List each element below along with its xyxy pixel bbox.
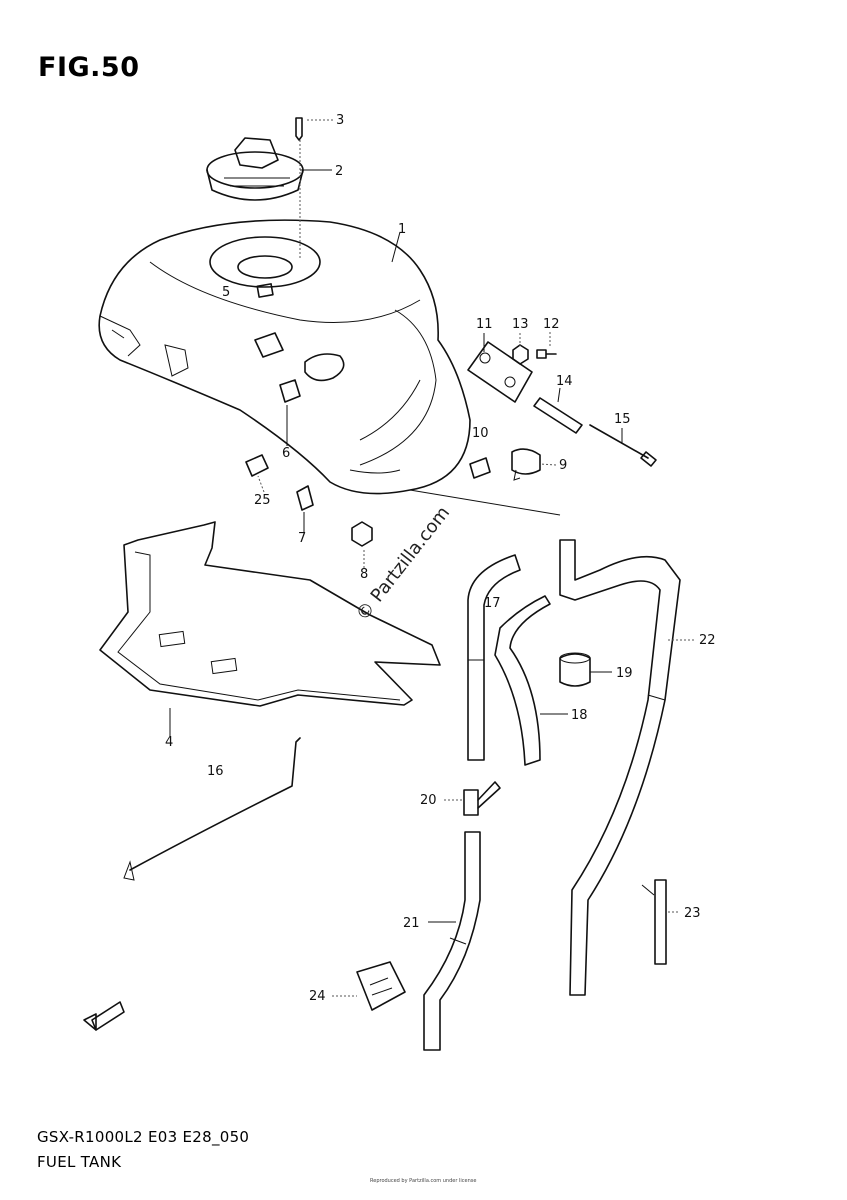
long-hose-drawing: [559, 539, 681, 996]
leader-lines: [169, 119, 694, 997]
fuel-tank-drawing: [98, 219, 561, 516]
callout-19: 19: [616, 666, 633, 681]
cable-tie-drawing: [641, 879, 667, 965]
long-bolt-drawing: [589, 424, 657, 467]
callout-1: 1: [398, 222, 406, 237]
callout-25: 25: [254, 493, 271, 508]
callout-22: 22: [699, 633, 716, 648]
fuel-hose-drawing: [123, 737, 301, 881]
bolt-small-drawing: [536, 349, 557, 359]
section-name: FUEL TANK: [37, 1153, 122, 1171]
callout-labels: 1 2 3 4 5 6 7 8 9 10 11 12 13 14 15 16 1…: [97, 113, 715, 1026]
callout-4: 4: [165, 735, 173, 750]
model-code: GSX-R1000L2 E03 E28_050: [37, 1128, 250, 1146]
figure-title: FIG.50: [38, 52, 140, 83]
callout-12: 12: [543, 317, 560, 332]
clamp-drawing: [356, 961, 406, 1011]
drain-hose-drawing: [467, 554, 521, 761]
cushion-drawing: [511, 448, 541, 481]
callout-7: 7: [298, 531, 306, 546]
callout-5: 5: [222, 285, 230, 300]
callout-8: 8: [360, 567, 368, 582]
fwd-arrow-icon: [83, 1001, 125, 1031]
callout-23: 23: [684, 906, 701, 921]
joint-drawing: [463, 781, 501, 816]
fuel-pump-drawing: [206, 137, 304, 201]
heat-shield-drawing: [99, 521, 441, 707]
sleeve-drawing: [559, 652, 591, 687]
callout-15: 15: [614, 412, 631, 427]
fine-print: Reproduced by Partzilla.com under licens…: [370, 1178, 477, 1184]
grommet-drawing: [469, 457, 491, 479]
collar-drawing: [533, 397, 583, 434]
callout-20: 20: [420, 793, 437, 808]
pad-drawing: [245, 454, 269, 477]
callout-24: 24: [309, 989, 326, 1004]
callout-10: 10: [472, 426, 489, 441]
screw-drawing: [295, 117, 303, 141]
lower-hose-drawing: [423, 831, 481, 1051]
callout-2: 2: [335, 164, 343, 179]
callout-11: 11: [476, 317, 493, 332]
bracket-drawing: [467, 341, 533, 403]
callout-17: 17: [484, 596, 501, 611]
callout-9: 9: [559, 458, 567, 473]
callout-16: 16: [207, 764, 224, 779]
callout-18: 18: [571, 708, 588, 723]
breather-hose-drawing: [494, 595, 551, 766]
clip-drawing: [296, 485, 314, 511]
callout-14: 14: [556, 374, 573, 389]
callout-3: 3: [336, 113, 344, 128]
cap-drawing: [351, 521, 373, 547]
nut-drawing: [512, 344, 529, 365]
callout-13: 13: [512, 317, 529, 332]
callout-6: 6: [282, 446, 290, 461]
callout-21: 21: [403, 916, 420, 931]
